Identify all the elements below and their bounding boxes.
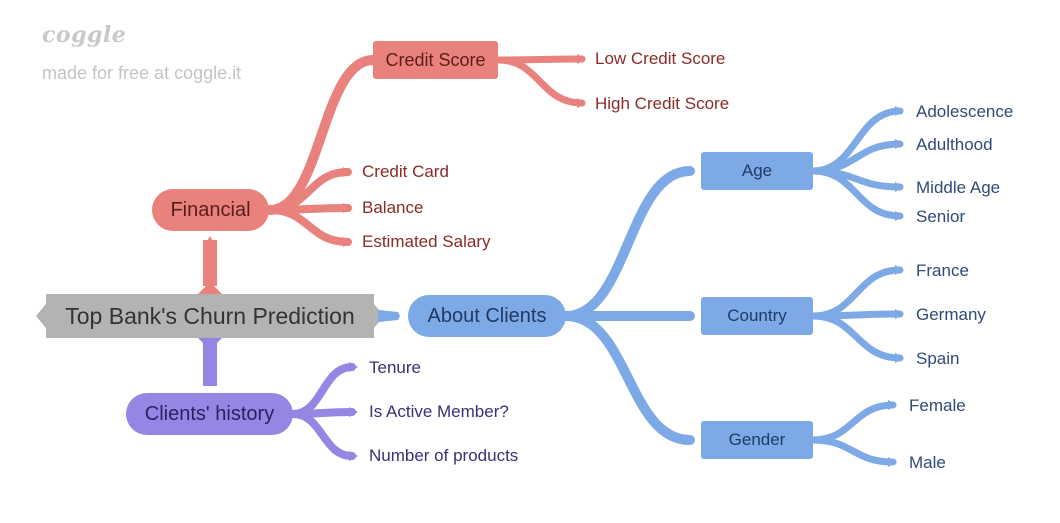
- leaf-tenure[interactable]: Tenure: [369, 358, 421, 377]
- link-age-leaf-0: [809, 107, 904, 175]
- link-high-credit-score: [494, 56, 586, 107]
- arrow-balance: [343, 203, 352, 213]
- arrow-high-credit-score: [577, 98, 586, 108]
- link-gender-leaf-1: [809, 436, 897, 466]
- arrow-history-leaf-0: [349, 362, 358, 372]
- link-root-financial-tip: [203, 236, 217, 248]
- clients-history-label: Clients' history: [144, 402, 275, 425]
- arrow-estimated-salary: [343, 237, 352, 247]
- link-history-leaf-0: [289, 363, 356, 418]
- leaf-high-credit-score[interactable]: High Credit Score: [595, 94, 730, 113]
- gender-node[interactable]: Gender: [701, 421, 813, 459]
- arrow-gender-leaf-1: [888, 457, 897, 467]
- about-clients-label: About Clients: [427, 304, 547, 327]
- leaf-adolescence[interactable]: Adolescence: [916, 102, 1014, 121]
- arrow-gender: [685, 435, 694, 445]
- arrow-history-leaf-1: [349, 407, 358, 417]
- arrow-gender-leaf-0: [888, 400, 897, 410]
- leaf-male[interactable]: Male: [909, 453, 946, 472]
- link-gender-leaf-0: [809, 401, 897, 444]
- credit-score-node[interactable]: Credit Score: [373, 41, 498, 79]
- leaf-france[interactable]: France: [916, 261, 969, 280]
- arrow-credit-card: [343, 167, 352, 177]
- link-history-leaf-2: [289, 410, 356, 460]
- link-root-history-base: [198, 338, 222, 350]
- root-node[interactable]: Top Bank's Churn Prediction: [46, 294, 374, 338]
- link-root-financial: [203, 240, 217, 286]
- leaf-adulthood[interactable]: Adulthood: [916, 135, 993, 154]
- link-country-leaf-0: [809, 266, 904, 320]
- arrow-history-leaf-2: [349, 451, 358, 461]
- about-clients-node[interactable]: About Clients: [408, 295, 566, 337]
- gender-label: Gender: [728, 430, 786, 449]
- leaf-balance[interactable]: Balance: [362, 198, 424, 217]
- arrow-low-credit-score: [577, 54, 586, 64]
- link-country-leaf-2: [809, 312, 904, 362]
- leaf-senior[interactable]: Senior: [916, 207, 966, 226]
- leaf-germany[interactable]: Germany: [916, 305, 986, 324]
- link-clients-gender: [561, 311, 695, 445]
- leaf-number-of-products[interactable]: Number of products: [369, 446, 519, 465]
- link-financial-estimated-salary: [266, 206, 352, 246]
- coggle-logo: coggle: [42, 22, 127, 48]
- link-root-clients: [378, 310, 400, 322]
- link-financial-credit-score: [265, 55, 378, 215]
- root-label: Top Bank's Churn Prediction: [65, 302, 355, 329]
- leaf-spain[interactable]: Spain: [916, 349, 960, 368]
- watermark-subtitle: made for free at coggle.it: [42, 63, 242, 83]
- leaf-credit-card[interactable]: Credit Card: [362, 162, 449, 181]
- arrow-age-leaf-1: [895, 139, 904, 149]
- leaf-low-credit-score[interactable]: Low Credit Score: [595, 49, 726, 68]
- financial-label: Financial: [170, 198, 251, 221]
- leaf-middle-age[interactable]: Middle Age: [916, 178, 1001, 197]
- link-clients-age: [561, 166, 695, 321]
- leaf-estimated-salary[interactable]: Estimated Salary: [362, 232, 491, 251]
- link-root-history: [203, 338, 217, 386]
- link-age-leaf-3: [809, 167, 904, 220]
- arrow-age-leaf-3: [895, 211, 904, 221]
- arrow-country: [685, 311, 694, 321]
- clients-history-node[interactable]: Clients' history: [126, 393, 293, 435]
- link-root-financial-base: [198, 282, 222, 294]
- arrow-age-leaf-0: [895, 106, 904, 116]
- financial-node[interactable]: Financial: [152, 189, 269, 231]
- country-node[interactable]: Country: [701, 297, 813, 335]
- arrow-country-leaf-1: [895, 309, 904, 319]
- arrow-country-leaf-0: [895, 265, 904, 275]
- link-age-leaf-1: [809, 140, 904, 175]
- country-label: Country: [727, 306, 787, 325]
- arrow-age: [685, 166, 694, 176]
- leaf-female[interactable]: Female: [909, 396, 966, 415]
- credit-score-label: Credit Score: [385, 49, 486, 70]
- root-left-tip: [36, 304, 46, 328]
- arrow-age-leaf-2: [895, 182, 904, 192]
- age-node[interactable]: Age: [701, 152, 813, 190]
- leaf-is-active-member[interactable]: Is Active Member?: [369, 402, 509, 421]
- arrow-country-leaf-2: [895, 353, 904, 363]
- age-label: Age: [741, 161, 773, 180]
